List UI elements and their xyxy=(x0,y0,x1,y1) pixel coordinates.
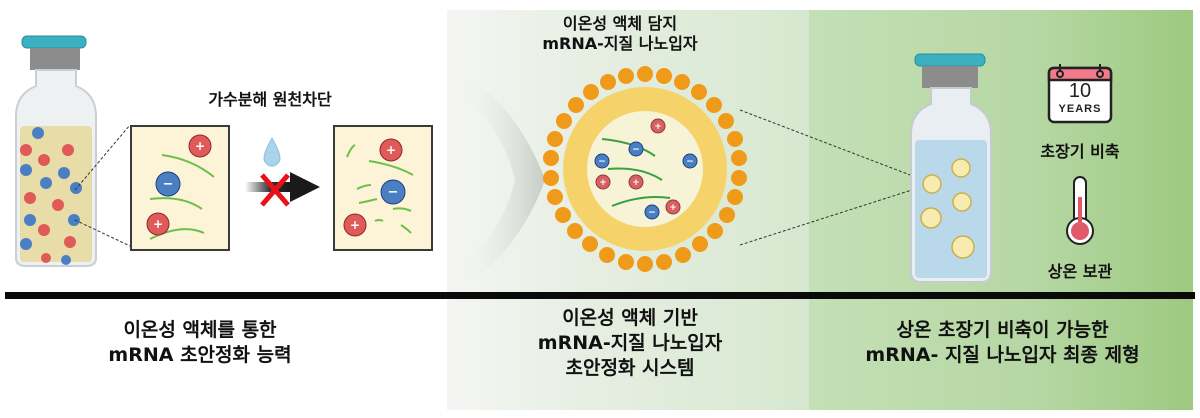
svg-text:−: − xyxy=(648,208,656,218)
right-panel-background xyxy=(809,10,1193,410)
svg-text:+: + xyxy=(632,178,640,188)
calendar-number: 10 xyxy=(1068,80,1092,102)
svg-text:−: − xyxy=(388,185,399,200)
svg-text:+: + xyxy=(669,203,677,213)
middle-caption-line1: 이온성 액체 기반 xyxy=(562,307,698,329)
blocked-water-arrow xyxy=(245,136,320,207)
svg-text:−: − xyxy=(632,145,640,155)
middle-caption-line3: 초안정화 시스템 xyxy=(565,357,695,379)
svg-text:+: + xyxy=(350,218,360,232)
svg-text:−: − xyxy=(686,157,694,167)
middle-caption-line2: mRNA-지질 나노입자 xyxy=(537,332,723,354)
nanoparticle-title-line2: mRNA-지질 나노입자 xyxy=(542,34,698,53)
svg-text:−: − xyxy=(163,177,174,192)
zoom-lines-right xyxy=(739,109,919,246)
right-caption-line1: 상온 초장기 비축이 가능한 xyxy=(896,319,1109,341)
left-caption: 이온성 액체를 통한 mRNA 초안정화 능력 xyxy=(60,318,340,368)
degraded-mrna-box: + − + xyxy=(333,125,433,251)
svg-text:−: − xyxy=(598,157,606,167)
flow-arrow-shadow xyxy=(460,70,545,290)
nanoparticle-title: 이온성 액체 담지 mRNA-지질 나노입자 xyxy=(520,14,720,54)
svg-text:+: + xyxy=(654,122,662,132)
room-temperature-label: 상온 보관 xyxy=(1047,262,1113,281)
right-caption-line2: mRNA- 지질 나노입자 최종 제형 xyxy=(865,344,1140,366)
thermometer-icon xyxy=(1066,176,1094,245)
long-term-storage-label: 초장기 비축 xyxy=(1040,142,1120,161)
middle-caption: 이온성 액체 기반 mRNA-지질 나노입자 초안정화 시스템 xyxy=(470,306,790,381)
svg-text:+: + xyxy=(386,143,396,157)
right-caption: 상온 초장기 비축이 가능한 mRNA- 지질 나노입자 최종 제형 xyxy=(815,318,1190,368)
svg-text:+: + xyxy=(153,217,163,231)
calendar-icon: 10 YEARS xyxy=(1046,62,1114,124)
svg-text:+: + xyxy=(599,178,607,188)
calendar-unit: YEARS xyxy=(1058,103,1102,115)
svg-text:+: + xyxy=(195,139,205,153)
zoom-lines-left xyxy=(74,124,131,247)
left-caption-line1: 이온성 액체를 통한 xyxy=(123,319,277,341)
intact-mrna-box: + − + xyxy=(130,125,230,251)
lipid-nanoparticle: + − − − + + − + xyxy=(543,66,747,272)
left-caption-line2: mRNA 초안정화 능력 xyxy=(108,344,292,366)
left-vial xyxy=(8,30,103,270)
hydrolysis-block-label: 가수분해 원천차단 xyxy=(208,90,332,109)
section-divider xyxy=(5,292,1195,299)
right-vial xyxy=(905,50,1000,285)
nanoparticle-title-line1: 이온성 액체 담지 xyxy=(562,14,678,33)
